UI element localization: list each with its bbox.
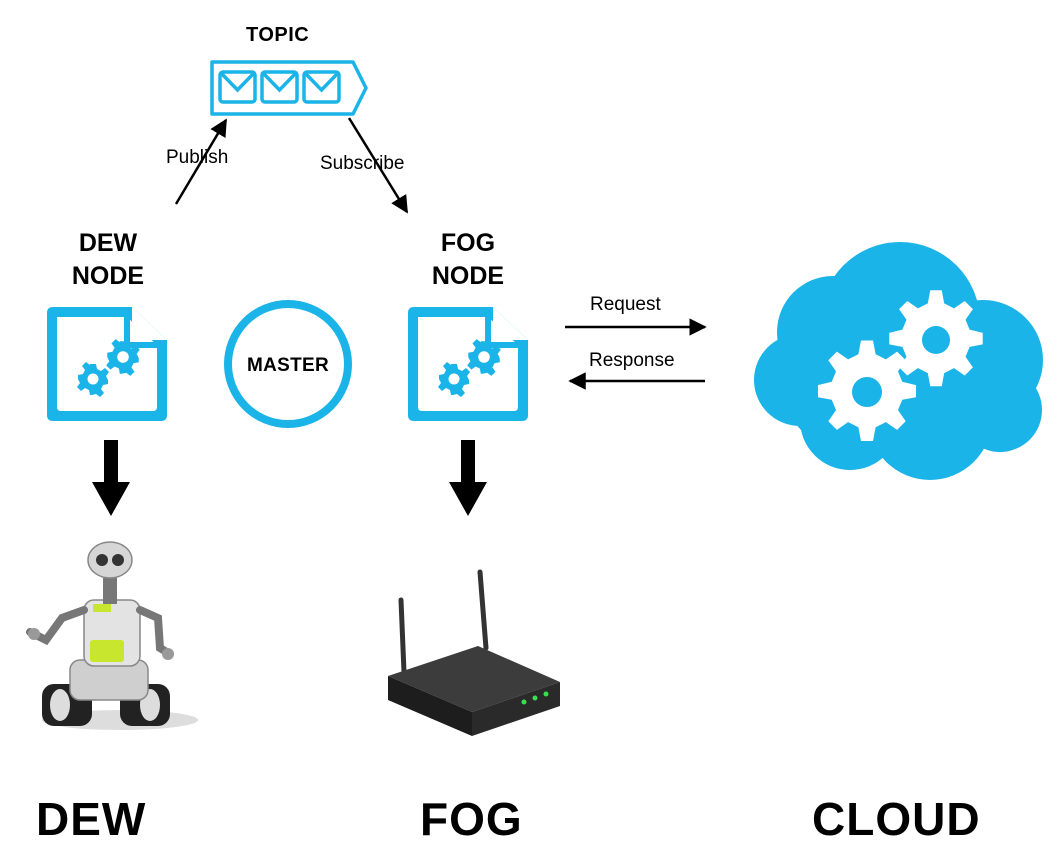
response-label: Response <box>589 350 675 371</box>
fog-node-label-line1: FOG <box>440 229 496 257</box>
gear-icon <box>817 340 917 442</box>
dew-down-arrow <box>92 440 130 516</box>
tier-dew-label: DEW <box>36 793 147 845</box>
tier-fog-label: FOG <box>420 793 523 845</box>
topic-label: TOPIC <box>246 24 310 46</box>
dew-node-label: DEW NODE <box>38 227 178 293</box>
dew-node-icon <box>47 307 167 421</box>
subscribe-label: Subscribe <box>320 153 405 174</box>
publish-label: Publish <box>166 147 229 168</box>
robot-icon <box>26 541 198 730</box>
gear-icon <box>889 290 983 387</box>
dew-node-label-line2: NODE <box>71 262 145 290</box>
dew-node-label-line1: DEW <box>78 229 138 257</box>
request-label: Request <box>590 294 661 315</box>
fog-node-label-line2: NODE <box>431 262 505 290</box>
envelope-icon <box>260 70 299 104</box>
envelope-icon <box>302 70 341 104</box>
cloud-icon <box>754 242 1043 480</box>
fog-down-arrow <box>449 440 487 516</box>
master-label: MASTER <box>246 355 330 376</box>
fog-node-icon <box>408 307 528 421</box>
tier-cloud-label: CLOUD <box>812 793 981 845</box>
envelope-icon <box>218 70 257 104</box>
subscribe-arrow <box>347 117 409 214</box>
publish-arrow <box>174 118 228 205</box>
fog-node-label: FOG NODE <box>398 227 538 293</box>
master-node-circle <box>224 300 352 428</box>
router-icon <box>388 569 560 736</box>
topic-queue-icon <box>210 60 368 116</box>
